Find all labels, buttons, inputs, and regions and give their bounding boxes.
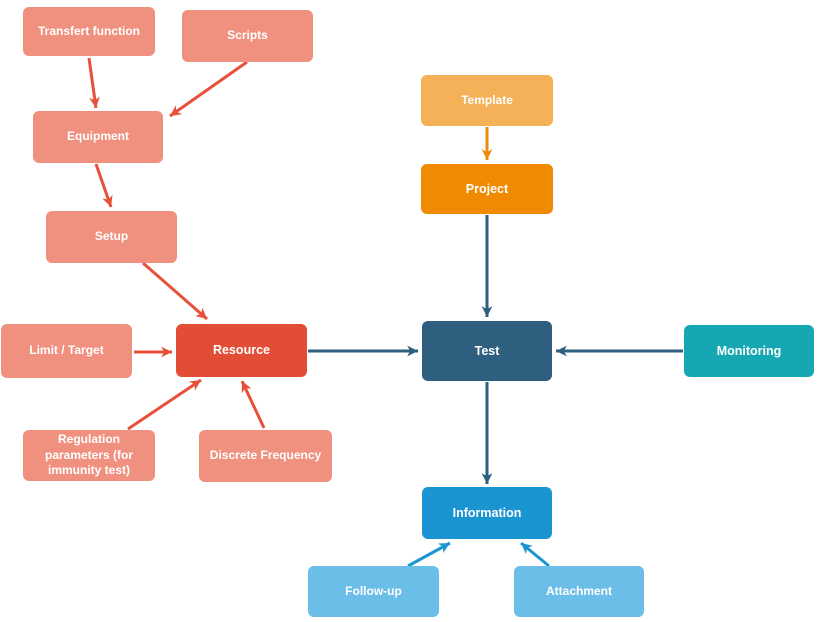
node-resource: Resource <box>176 324 307 377</box>
node-regulation-parameters: Regulation parameters (for immunity test… <box>23 430 155 481</box>
node-test: Test <box>422 321 552 381</box>
node-follow-up: Follow-up <box>308 566 439 617</box>
node-setup: Setup <box>46 211 177 263</box>
node-equipment: Equipment <box>33 111 163 163</box>
node-scripts: Scripts <box>182 10 313 62</box>
node-template: Template <box>421 75 553 126</box>
node-transfert-function: Transfert function <box>23 7 155 56</box>
node-limit-target: Limit / Target <box>1 324 132 378</box>
node-project: Project <box>421 164 553 214</box>
node-attachment: Attachment <box>514 566 644 617</box>
node-monitoring: Monitoring <box>684 325 814 377</box>
node-discrete-frequency: Discrete Frequency <box>199 430 332 482</box>
node-information: Information <box>422 487 552 539</box>
